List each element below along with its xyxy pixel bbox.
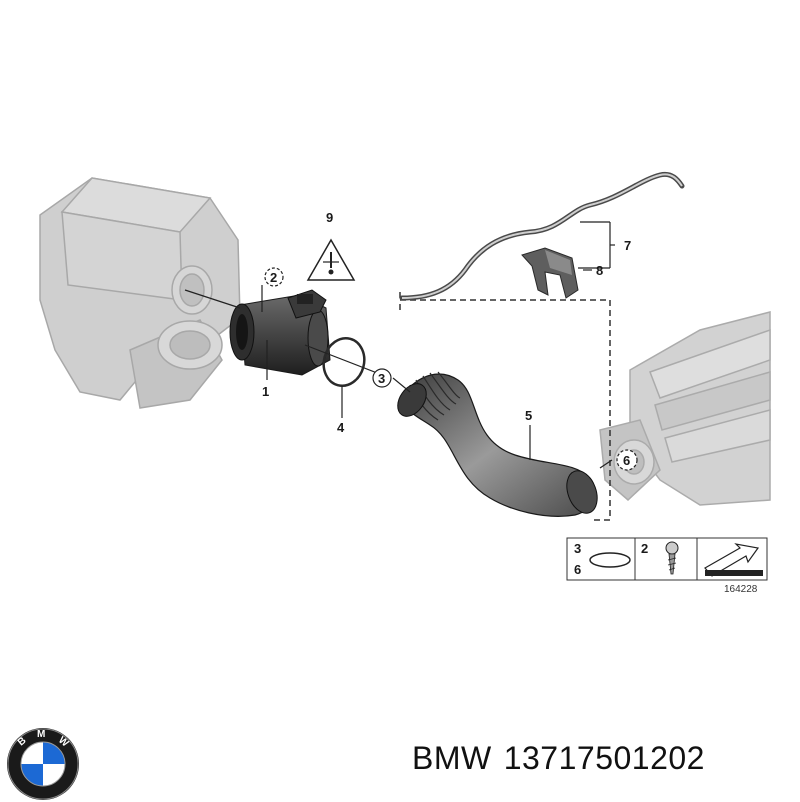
callout-1: 1 [262, 384, 269, 399]
warning-triangle-icon [306, 238, 356, 281]
legend-row-2: 6 [574, 562, 581, 577]
callout-9: 9 [326, 210, 333, 225]
callout-2: 2 [270, 270, 277, 285]
assembly-outline [399, 292, 611, 521]
legend-screw-ref: 2 [641, 541, 648, 556]
callout-3: 3 [378, 371, 385, 386]
callout-8: 8 [596, 263, 603, 278]
parts-legend: 3 6 2 164228 [566, 537, 768, 595]
intake-manifold [599, 311, 771, 506]
brand-name: BMW [412, 740, 492, 776]
part-caption: BMW 13717501202 [412, 740, 792, 777]
logo-letter-m: M [37, 729, 45, 740]
callout-6: 6 [623, 453, 630, 468]
callout-7: 7 [624, 238, 631, 253]
leader-lines [184, 221, 615, 469]
air-filter-housing [39, 177, 241, 409]
drawing-number: 164228 [724, 584, 758, 595]
air-duct-hose [397, 371, 598, 517]
hose-clip [521, 247, 579, 299]
mass-air-flow-sensor [229, 289, 331, 376]
part-number: 13717501202 [503, 740, 705, 776]
arrow-icon [704, 543, 763, 577]
screw-icon [665, 541, 679, 575]
bmw-logo: B M W [7, 728, 79, 800]
callout-4: 4 [337, 420, 345, 435]
callout-5: 5 [525, 408, 532, 423]
clamp-icon [589, 552, 631, 568]
legend-row-1: 3 [574, 541, 581, 556]
